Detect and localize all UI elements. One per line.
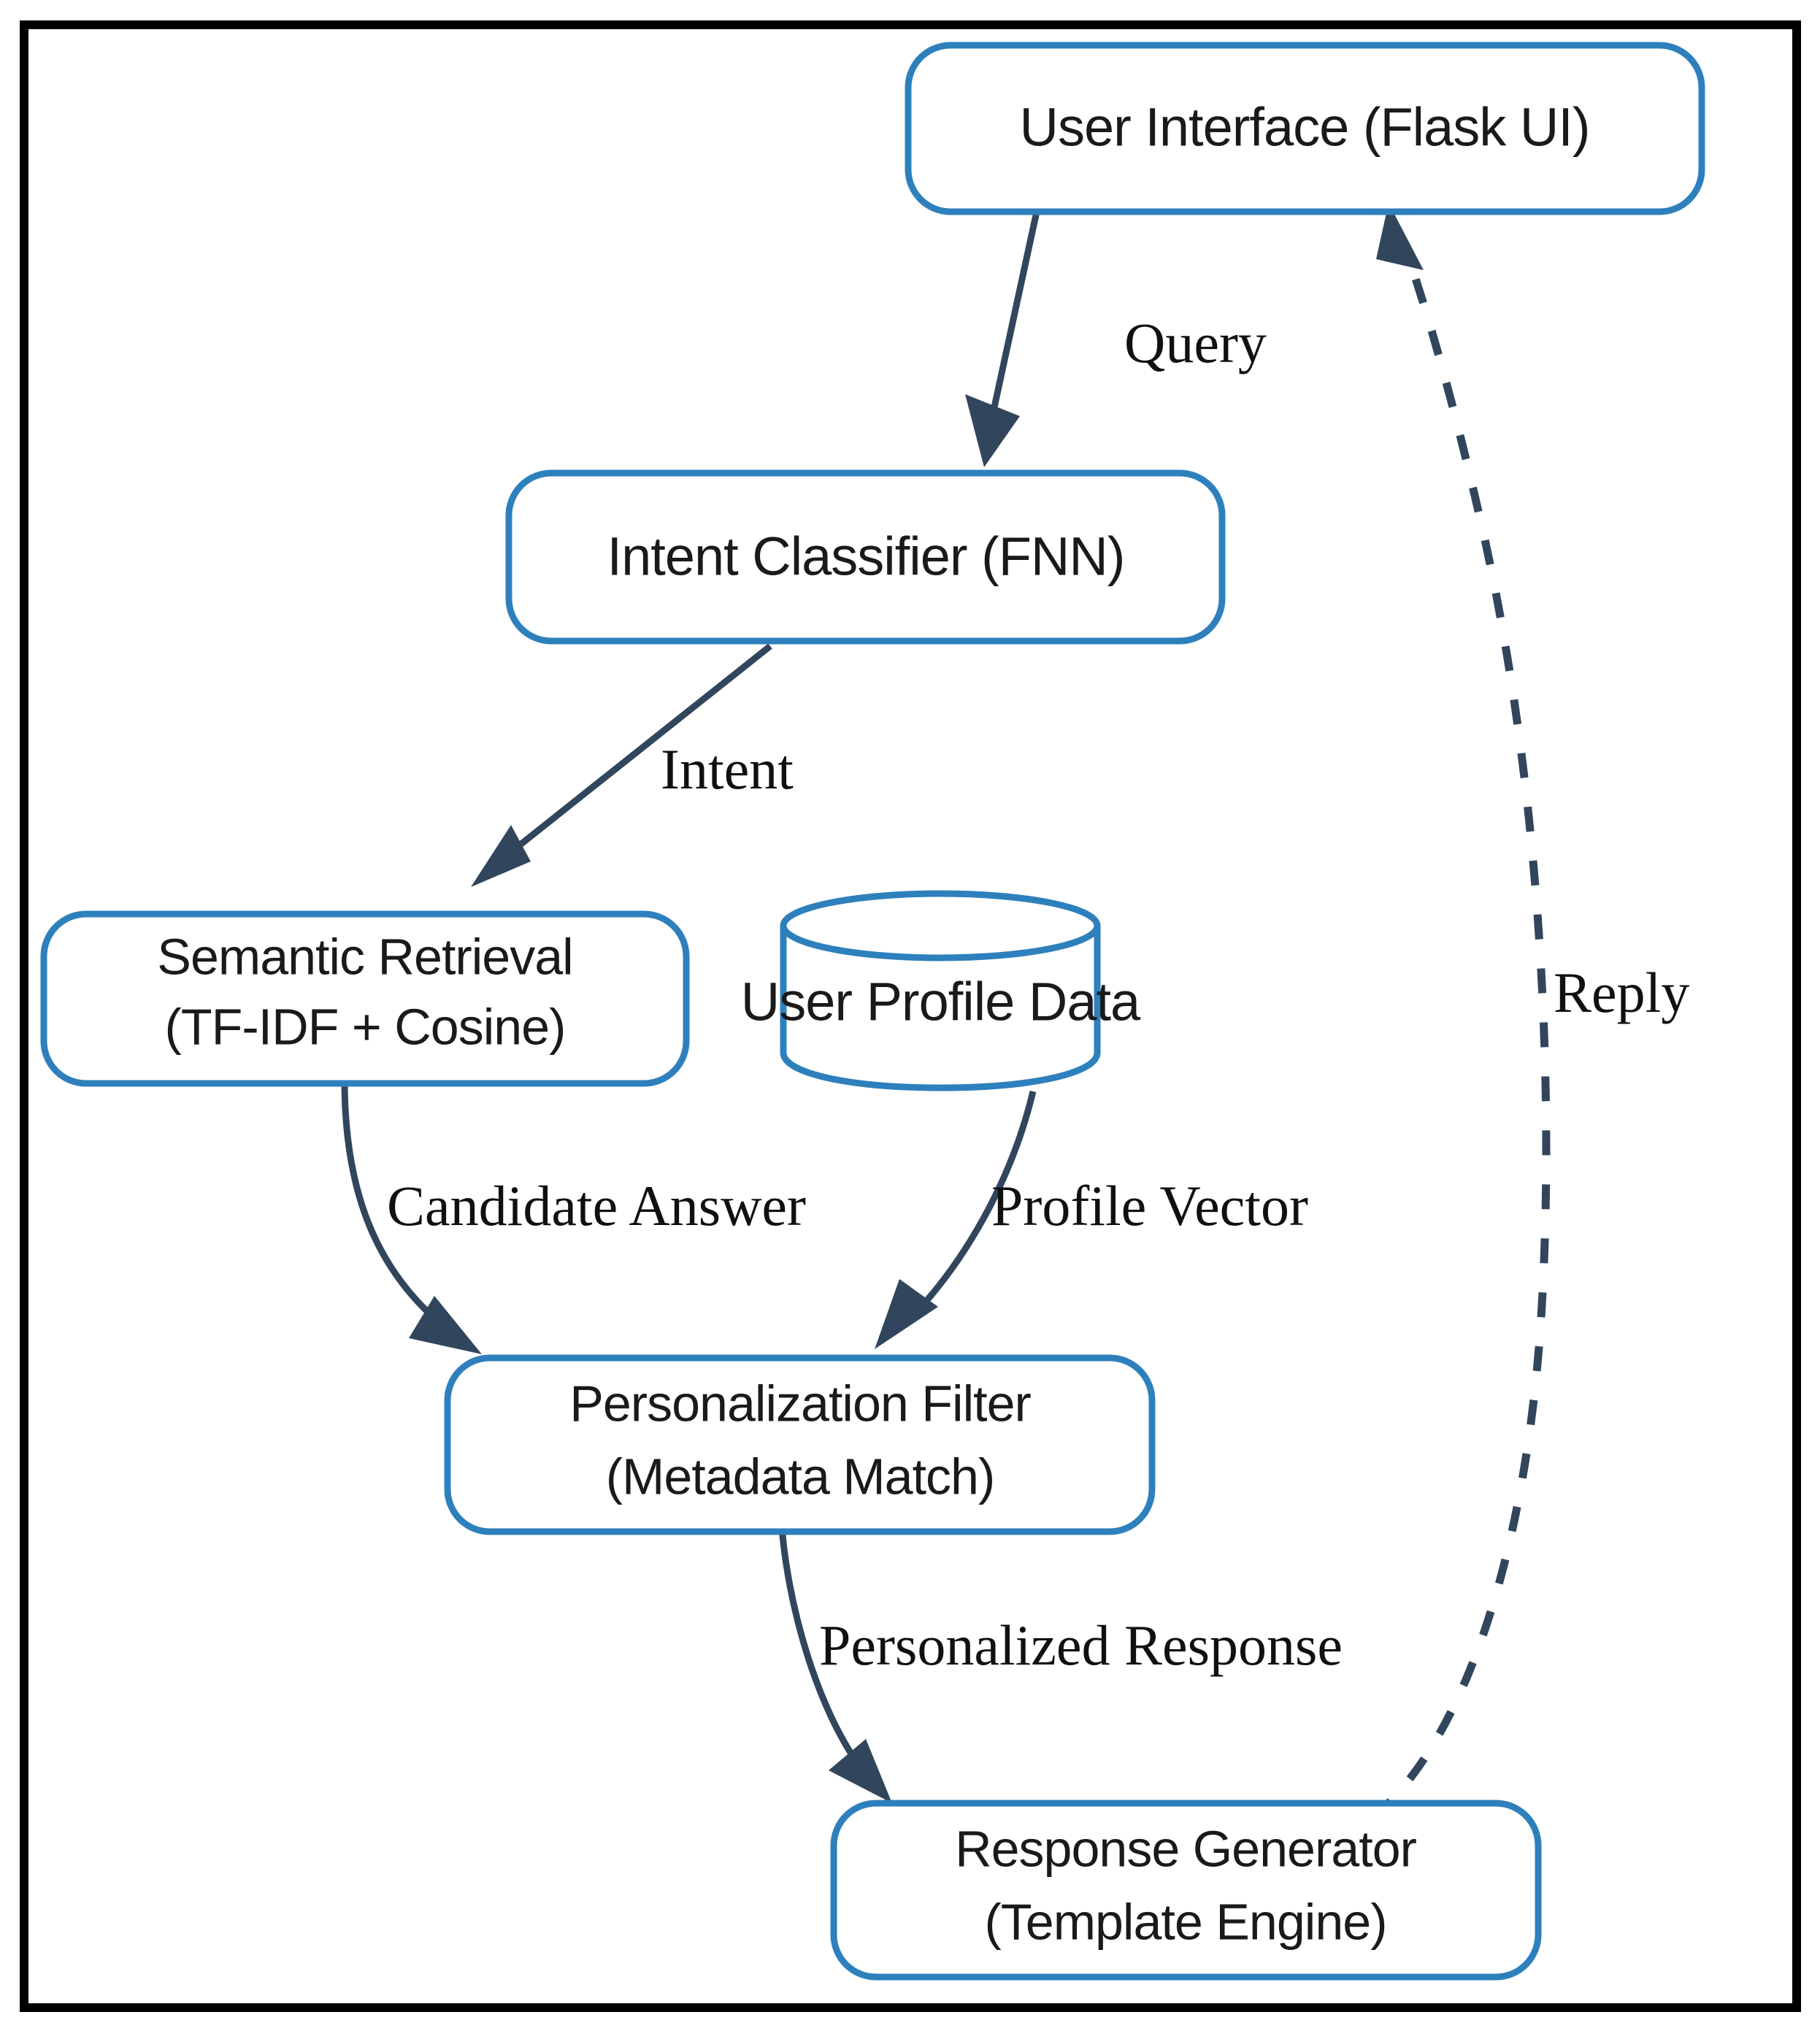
- node-response-generator-label-line2: (Template Engine): [984, 1893, 1386, 1950]
- edge-query: [965, 211, 1040, 467]
- edge-intent: [471, 643, 772, 887]
- node-user-profile-data-body[interactable]: [780, 926, 1101, 1091]
- edge-profile-vector-arrowhead: [875, 1279, 938, 1349]
- edge-personalized-response-arrowhead: [829, 1739, 892, 1803]
- node-intent-classifier[interactable]: Intent Classifier (FNN): [505, 469, 1226, 645]
- edge-intent-line: [502, 643, 772, 861]
- node-semantic-retrieval-shape[interactable]: [40, 910, 690, 1087]
- node-personalization-filter-label-line1: Personalization Filter: [569, 1375, 1031, 1432]
- edge-personalized-response: [777, 1518, 892, 1803]
- node-intent-classifier-shape[interactable]: [505, 469, 1226, 645]
- edge-label-personalized-response: Personalized Response: [819, 1613, 1343, 1677]
- edge-profile-vector-line: [908, 1090, 1037, 1321]
- node-user-profile-data[interactable]: User Profile Data: [741, 890, 1142, 1091]
- node-personalization-filter-label-line2: (Metadata Match): [606, 1448, 995, 1505]
- node-semantic-retrieval-label-line2: (TF-IDF + Cosine): [165, 998, 566, 1055]
- node-response-generator-shape[interactable]: [830, 1800, 1542, 1981]
- node-personalization-filter[interactable]: Personalization Filter (Metadata Match): [444, 1354, 1156, 1535]
- node-intent-classifier-label: Intent Classifier (FNN): [607, 526, 1125, 587]
- edge-label-query: Query: [1124, 311, 1267, 375]
- edge-label-intent: Intent: [661, 737, 794, 801]
- edge-reply-line: [1370, 247, 1551, 1821]
- edge-personalized-response-line: [777, 1518, 863, 1769]
- node-user-interface-label: User Interface (Flask UI): [1020, 97, 1590, 158]
- edge-profile-vector: [875, 1090, 1037, 1349]
- node-user-profile-data-label: User Profile Data: [741, 972, 1141, 1032]
- edge-query-line: [986, 211, 1040, 431]
- diagram-outer-frame: [20, 20, 1801, 2012]
- edge-reply: [1370, 203, 1551, 1821]
- edge-intent-arrowhead: [471, 825, 531, 887]
- edge-label-reply: Reply: [1554, 961, 1689, 1024]
- node-user-interface[interactable]: User Interface (Flask UI): [905, 42, 1705, 215]
- edge-label-candidate-answer: Candidate Answer: [387, 1174, 806, 1237]
- edge-candidate-answer-arrowhead: [409, 1296, 482, 1354]
- edge-candidate-answer-line: [341, 1080, 440, 1324]
- node-user-interface-shape[interactable]: [905, 42, 1705, 215]
- edge-label-profile-vector: Profile Vector: [991, 1174, 1308, 1237]
- node-semantic-retrieval[interactable]: Semantic Retrieval (TF-IDF + Cosine): [40, 910, 690, 1087]
- node-response-generator-label-line1: Response Generator: [955, 1820, 1417, 1877]
- node-personalization-filter-shape[interactable]: [444, 1354, 1156, 1535]
- node-response-generator[interactable]: Response Generator (Template Engine): [830, 1800, 1542, 1981]
- node-user-profile-data-top: [780, 890, 1101, 961]
- node-semantic-retrieval-label-line1: Semantic Retrieval: [157, 928, 572, 985]
- edge-query-arrowhead: [965, 394, 1020, 467]
- edge-reply-arrowhead: [1376, 203, 1424, 270]
- edge-candidate-answer: [341, 1080, 482, 1354]
